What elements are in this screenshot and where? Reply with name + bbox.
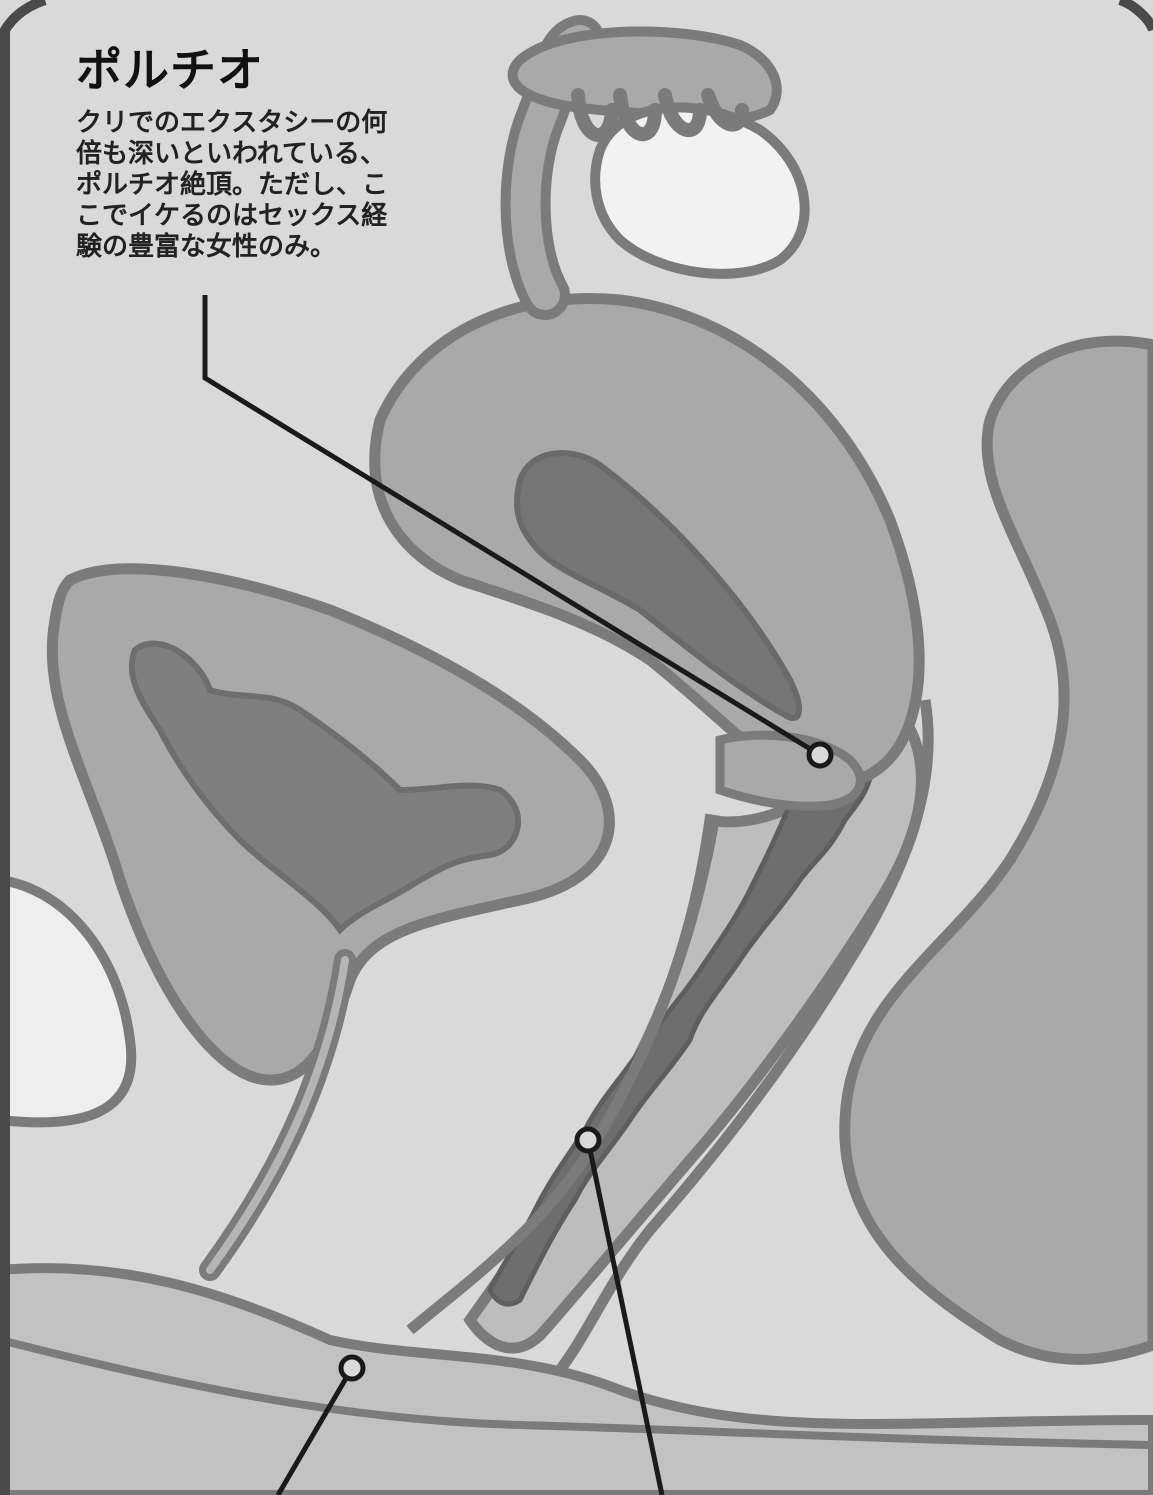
pubic-bone [0,874,137,1128]
callout-description-line: クリでのエクスタシーの何 [76,108,388,138]
portio-pointer-line [202,295,822,758]
urethra-pointer-line [275,1366,355,1495]
bladder-lumen [128,640,521,935]
callout-description: クリでのエクスタシーの何 倍も深いといわれている、 ポルチオ絶頂。ただし、こ こ… [76,108,476,263]
callout-description-line: こでイケるのはセックス経 [76,201,388,231]
vagina-pointer-line [585,1139,665,1495]
fimbriae-fingers [571,88,749,142]
vagina-pointer-marker [574,1126,602,1154]
ovary [590,102,810,279]
left-frame-edge [0,30,10,1495]
top-right-frame-corner [1118,0,1153,32]
callout-description-line: 倍も深いといわれている、 [76,139,386,169]
portio-pointer-marker [806,741,834,769]
pelvic-floor-inner-line [0,1336,1153,1449]
rectum [839,335,1153,1365]
callout-description-line: ポルチオ絶頂。ただし、こ [76,170,389,200]
posterior-vaginal-wall [555,699,934,1374]
uterine-cavity [514,450,803,722]
callout-title: ポルチオ [76,43,264,97]
urethra-inner [206,956,349,1274]
callout-description-line: 験の豊富な女性のみ。 [76,232,337,262]
urethra-pointer-marker [338,1354,366,1382]
